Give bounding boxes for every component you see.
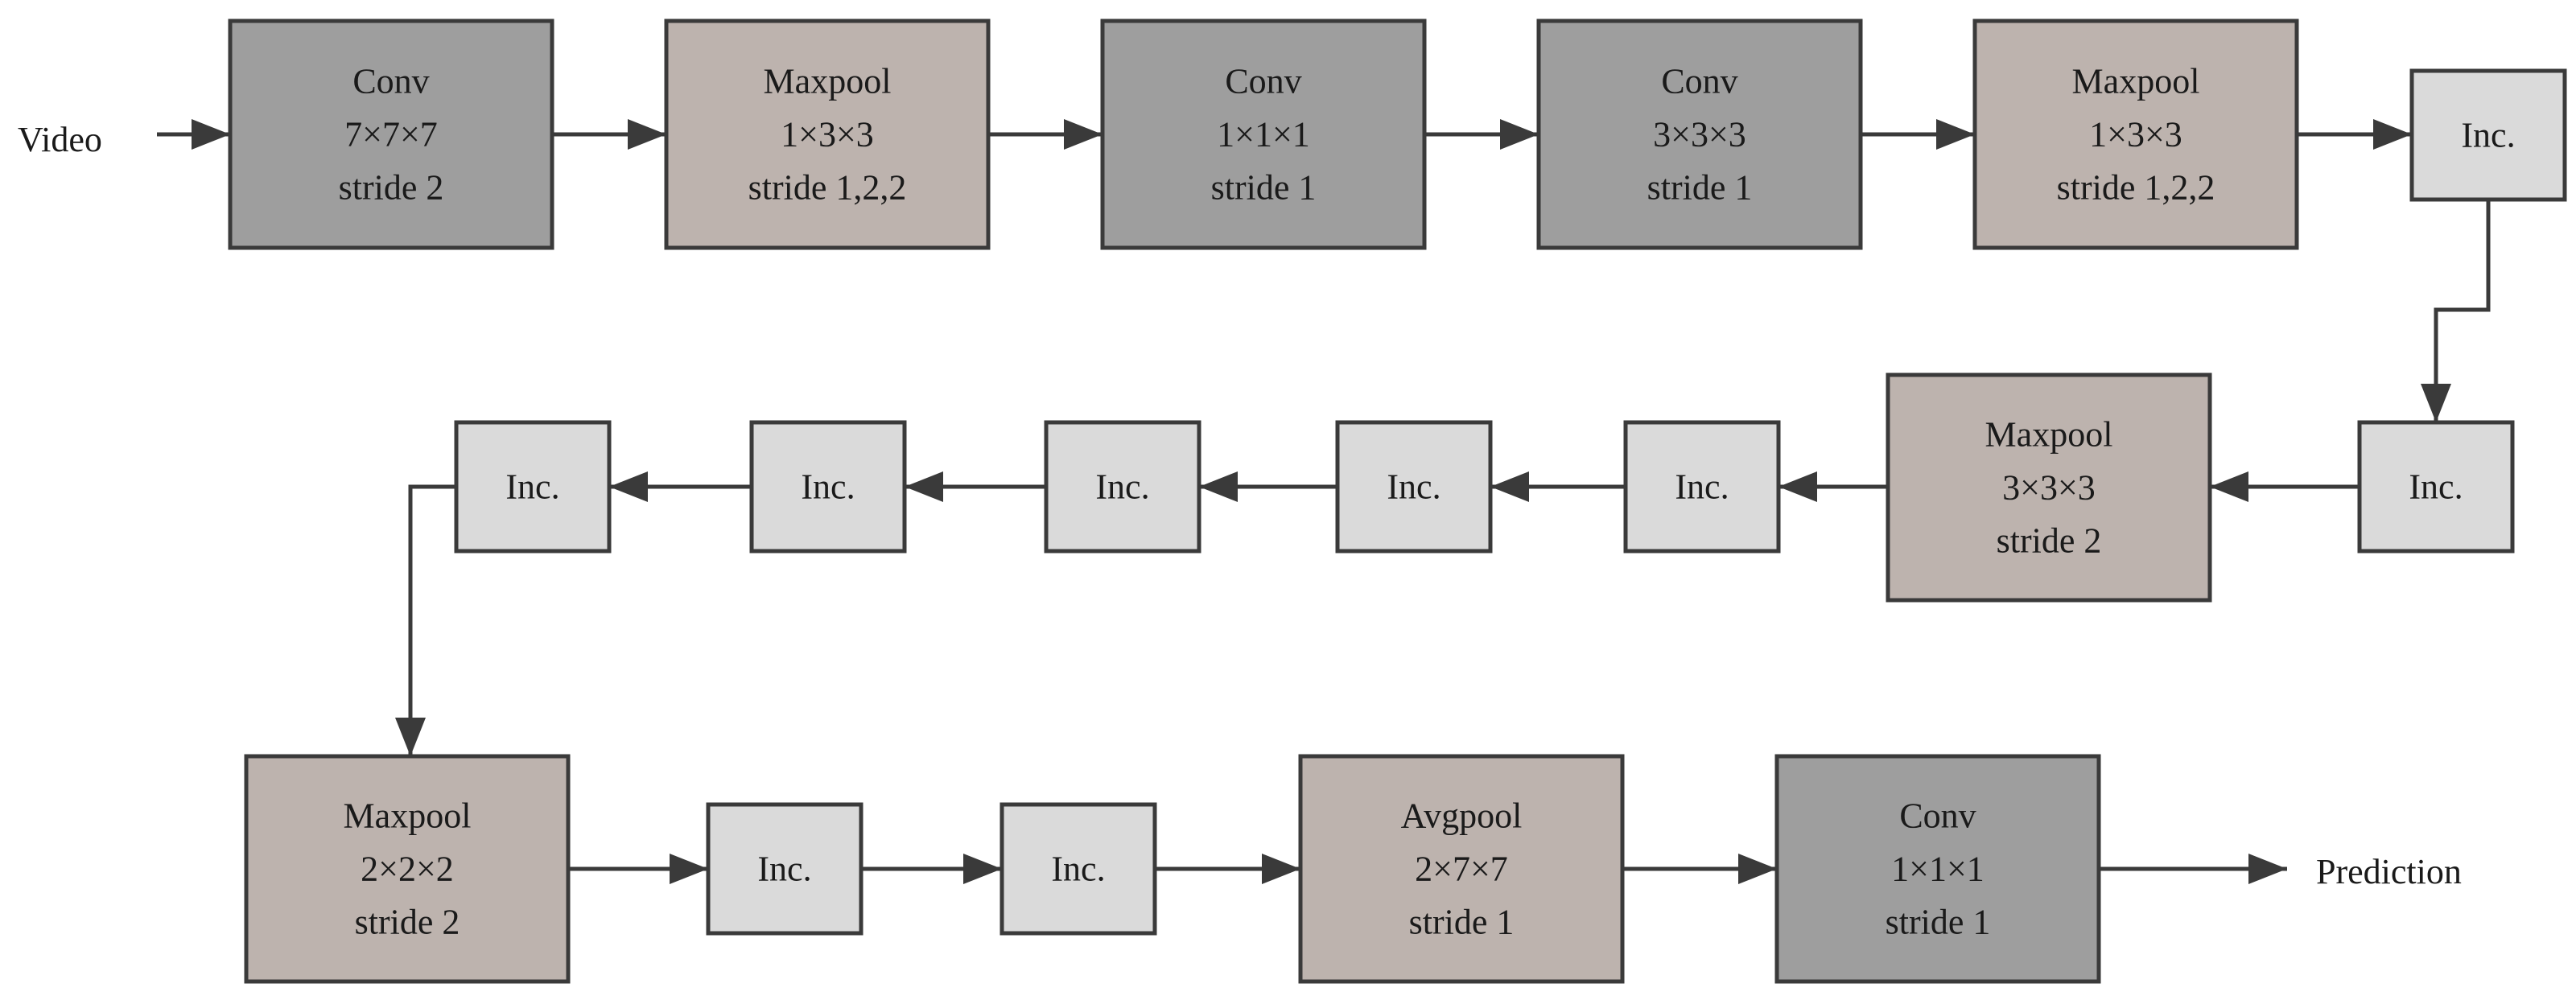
node-inc3: Inc.	[1623, 420, 1781, 553]
inception-box	[749, 420, 907, 553]
node-label-line: 7×7×7	[344, 115, 438, 154]
inception-box	[999, 802, 1157, 936]
node-label-line: 2×7×7	[1415, 850, 1508, 889]
node-conv1: Conv 7×7×7 stride 2	[228, 19, 554, 250]
node-maxpool4: Maxpool 2×2×2 stride 2	[244, 754, 571, 984]
inception-box	[2357, 420, 2515, 553]
node-inc7: Inc.	[454, 420, 612, 553]
node-inc6: Inc.	[749, 420, 907, 553]
node-label-line: 1×3×3	[2089, 115, 2182, 154]
node-label-line: Avgpool	[1401, 796, 1523, 836]
node-label-line: stride 1	[1211, 168, 1317, 208]
node-avgpool: Avgpool 2×7×7 stride 1	[1298, 754, 1625, 984]
conv-box	[228, 19, 554, 250]
conv-box	[1774, 754, 2101, 984]
node-label-line: stride 1	[1647, 168, 1753, 208]
node-conv2: Conv 1×1×1 stride 1	[1100, 19, 1427, 250]
pool-box	[1972, 19, 2299, 250]
node-label-line: Inc.	[2409, 467, 2463, 507]
node-label-line: stride 2	[1997, 521, 2102, 561]
node-label-line: 1×1×1	[1891, 850, 1985, 889]
node-label-line: Inc.	[1675, 467, 1729, 507]
conv-box	[1536, 19, 1863, 250]
node-label-line: Conv	[352, 62, 429, 101]
node-conv4: Conv 1×1×1 stride 1	[1774, 754, 2101, 984]
node-label-line: Inc.	[505, 467, 559, 507]
node-label-line: stride 2	[339, 168, 444, 208]
node-label-line: stride 1,2,2	[2057, 168, 2215, 208]
inception-box	[706, 802, 863, 936]
inception-box	[1335, 420, 1493, 553]
node-label-line: Maxpool	[764, 62, 892, 101]
node-inc2: Inc.	[2357, 420, 2515, 553]
node-label-line: Inc.	[1387, 467, 1440, 507]
node-inc8: Inc.	[706, 802, 863, 936]
node-label-line: stride 1	[1409, 903, 1515, 942]
node-label-line: Inc.	[757, 850, 811, 889]
node-inc5: Inc.	[1044, 420, 1201, 553]
pool-box	[664, 19, 991, 250]
node-conv3: Conv 3×3×3 stride 1	[1536, 19, 1863, 250]
conv-box	[1100, 19, 1427, 250]
node-inc1: Inc.	[2409, 68, 2567, 202]
node-maxpool3: Maxpool 3×3×3 stride 2	[1886, 372, 2212, 603]
node-label-line: Maxpool	[2072, 62, 2200, 101]
node-label-line: Inc.	[801, 467, 855, 507]
node-label-line: Conv	[1661, 62, 1737, 101]
flow-arrow	[2421, 200, 2491, 422]
inception-box	[2409, 68, 2567, 202]
node-inc4: Inc.	[1335, 420, 1493, 553]
nodes-layer: Conv 7×7×7 stride 2 Maxpool 1×3×3 stride 1,2,…	[228, 19, 2567, 984]
node-label-line: stride 2	[355, 903, 460, 942]
flow-arrow	[395, 484, 456, 756]
node-label-line: Conv	[1225, 62, 1301, 101]
node-label-line: Maxpool	[1985, 415, 2113, 455]
node-label-line: Inc.	[1095, 467, 1149, 507]
inception-box	[1044, 420, 1201, 553]
node-label-line: Inc.	[1051, 850, 1105, 889]
inception-box	[1623, 420, 1781, 553]
pool-box	[244, 754, 571, 984]
node-label-line: stride 1,2,2	[748, 168, 907, 208]
node-label-line: 1×1×1	[1217, 115, 1310, 154]
node-label-line: Conv	[1899, 796, 1976, 836]
node-label-line: Inc.	[2461, 116, 2515, 155]
node-label-line: 3×3×3	[2002, 468, 2096, 508]
node-label-line: Maxpool	[344, 796, 472, 836]
pool-box	[1886, 372, 2212, 603]
pool-box	[1298, 754, 1625, 984]
input-label: Video	[18, 120, 102, 159]
node-label-line: 1×3×3	[781, 115, 874, 154]
node-label-line: stride 1	[1886, 903, 1991, 942]
node-inc9: Inc.	[999, 802, 1157, 936]
node-maxpool1: Maxpool 1×3×3 stride 1,2,2	[664, 19, 991, 250]
node-label-line: 2×2×2	[361, 850, 454, 889]
edges-layer	[157, 119, 2491, 884]
node-label-line: 3×3×3	[1653, 115, 1746, 154]
inception-box	[454, 420, 612, 553]
output-label: Prediction	[2316, 852, 2462, 891]
node-maxpool2: Maxpool 1×3×3 stride 1,2,2	[1972, 19, 2299, 250]
